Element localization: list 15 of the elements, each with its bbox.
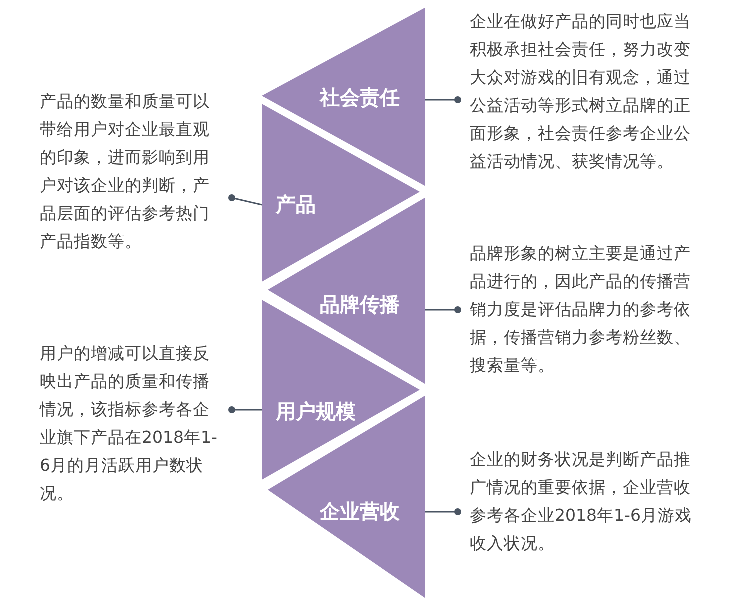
description-text: 企业在做好产品的同时也应当积极承担社会责任，努力改变大众对游戏的旧有观念，通过公益活动等形式树立品牌的正面形象，社会责任参考企业公益活动情况、获奖情况等。 [470,8,706,176]
description-text: 产品的数量和质量可以带给用户对企业最直观的印象，进而影响到用户对该企业的判断，产品层面的评估参考热门产品指数等。 [40,88,220,256]
description-text: 品牌形象的树立主要是通过产品进行的，因此产品的传播营销力度是评估品牌力的参考依据，传播营销力参考粉丝数、搜索量等。 [470,240,706,380]
segment-label: 产品 [276,192,316,218]
description-text: 企业的财务状况是判断产品推广情况的重要依据，企业营收参考各企业2018年1-6月游戏收入状况。 [470,446,706,558]
leader-line [228,194,262,206]
description-text: 用户的增减可以直接反映出产品的质量和传播情况，该指标参考各企业旗下产品在2018年1-6月的月活跃用户数状况。 [40,340,220,508]
segment-label: 社会责任 [320,84,400,112]
leader-line [425,508,462,516]
segment-label: 用户规模 [276,398,356,426]
segment-label: 品牌传播 [320,292,400,318]
segment-label: 企业营收 [320,498,400,526]
leader-line [228,406,262,414]
leader-line [425,306,462,314]
leader-line [425,96,462,104]
